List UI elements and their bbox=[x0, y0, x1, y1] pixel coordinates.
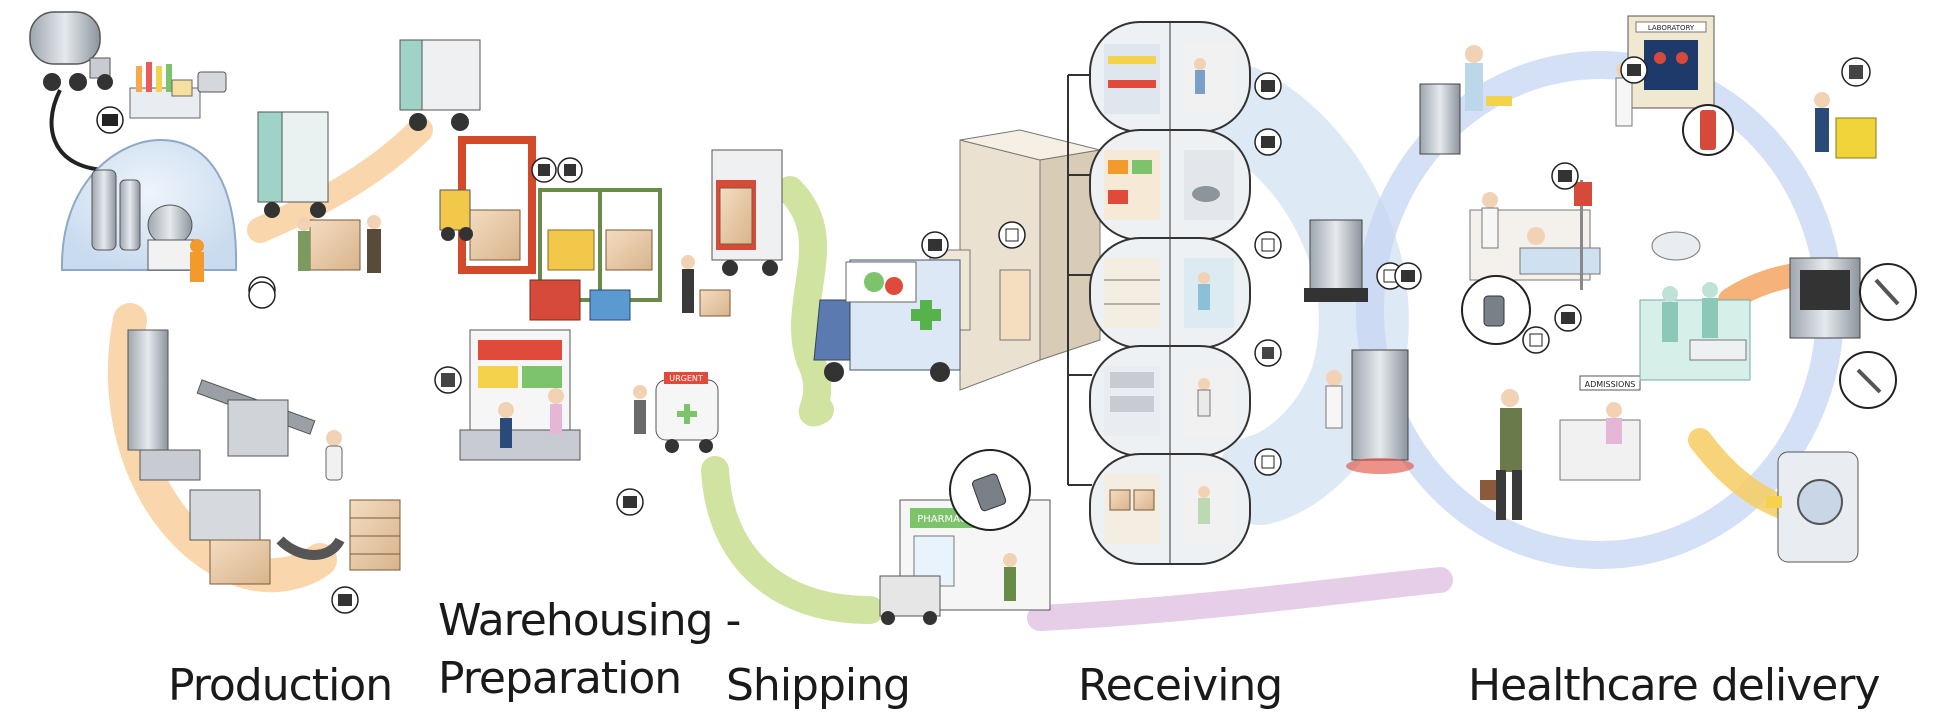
stage-label-receiving: Receiving bbox=[1078, 660, 1283, 711]
stage-label-warehousing-line2: Preparation bbox=[438, 653, 682, 704]
stage-label-warehousing: Warehousing - Preparation bbox=[438, 592, 741, 708]
racking-icon bbox=[458, 136, 662, 321]
storage-room-pod-2 bbox=[1089, 129, 1251, 241]
pharmacy-sign: PHARMACY bbox=[917, 514, 973, 525]
receiving-scan-tag-icons bbox=[1254, 72, 1282, 476]
warehouse-scene: URGENT bbox=[399, 39, 783, 516]
warehouse-scan-tag-icons bbox=[434, 157, 644, 516]
urgent-sign: URGENT bbox=[669, 374, 703, 383]
laboratory-sign: LABORATORY bbox=[1648, 24, 1695, 32]
worker-figure-icon bbox=[325, 430, 343, 481]
storage-room-pod-4 bbox=[1089, 345, 1251, 457]
cabinet-scan-tag-icons bbox=[1376, 262, 1422, 290]
hose-line bbox=[49, 89, 111, 172]
production-scan-tag-icons bbox=[96, 106, 359, 614]
delivery-truck-icon bbox=[813, 259, 961, 382]
warehouse-workers-icon bbox=[297, 215, 381, 273]
pick-station-icon bbox=[459, 329, 581, 461]
stage-label-healthcare: Healthcare delivery bbox=[1468, 660, 1881, 711]
sterilizer-icon bbox=[1789, 257, 1917, 409]
storage-room-pod-5 bbox=[1089, 453, 1251, 565]
picker-worker-icon bbox=[681, 255, 731, 317]
production-scene bbox=[29, 11, 401, 614]
admissions-sign: ADMISSIONS bbox=[1585, 380, 1636, 389]
stage-label-warehousing-line1: Warehousing - bbox=[438, 595, 741, 646]
filling-line-icon bbox=[127, 329, 345, 585]
stage-label-shipping: Shipping bbox=[726, 660, 911, 711]
receiving-bracket bbox=[1067, 74, 1092, 486]
stage-label-production: Production bbox=[168, 660, 393, 711]
washer-icon bbox=[1766, 451, 1859, 563]
pallet-boxes-icon bbox=[349, 499, 401, 571]
patient-room-icon bbox=[1469, 180, 1601, 290]
storage-room-pod-3 bbox=[1089, 237, 1251, 349]
waste-bin-worker-icon bbox=[1814, 57, 1877, 159]
production-to-warehouse-ribbon bbox=[247, 117, 433, 243]
healthcare-scene: LABORATORY ADMISSIONS bbox=[1419, 15, 1917, 563]
receiving-scene bbox=[1067, 21, 1422, 565]
meal-cart-nurse-icon bbox=[1419, 45, 1512, 155]
forklift-icon bbox=[439, 189, 473, 241]
transport-cabinet-icon bbox=[1304, 219, 1414, 474]
shipping-scan-tag-icons bbox=[921, 221, 1026, 259]
pharmacy-flow-ribbon bbox=[1027, 567, 1453, 631]
operating-room-icon bbox=[1639, 231, 1751, 381]
shipping-lower-ribbon bbox=[701, 456, 884, 624]
truck-loading-icon bbox=[257, 111, 329, 218]
healthcare-scan-tag-icons bbox=[1522, 56, 1648, 354]
bedside-scanner-callout bbox=[1461, 275, 1531, 345]
storage-room-pod-1 bbox=[1089, 21, 1251, 133]
urgent-van-icon: URGENT bbox=[633, 372, 719, 453]
admissions-desk-icon: ADMISSIONS bbox=[1480, 375, 1641, 520]
reactor-equipment-icon bbox=[91, 169, 204, 282]
warehouse-truck-icon bbox=[399, 39, 481, 131]
shipping-scene: PHARMACY bbox=[813, 129, 1101, 625]
tanker-truck-icon bbox=[29, 11, 113, 91]
shipping-flow-ribbon bbox=[776, 176, 834, 427]
lab-equipment-icon bbox=[129, 62, 227, 119]
loading-dock-truck-icon bbox=[711, 149, 783, 276]
